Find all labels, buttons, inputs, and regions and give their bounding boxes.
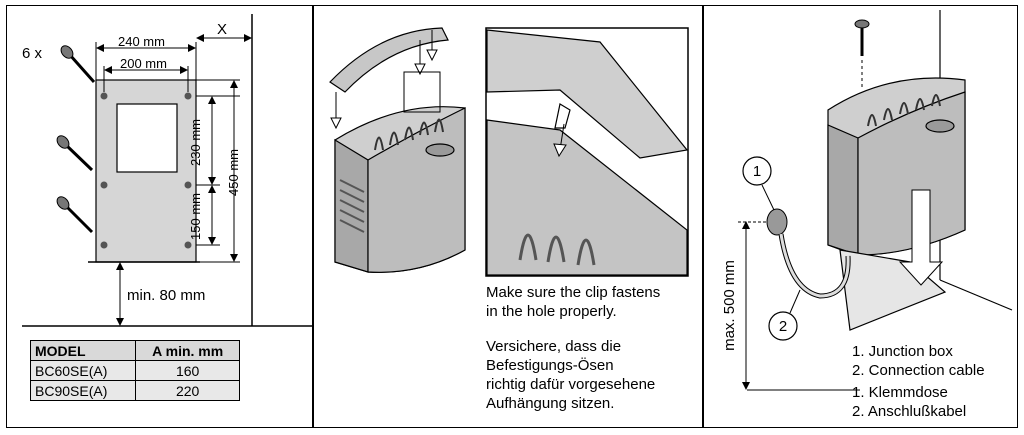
- table-cell-value: 220: [135, 380, 240, 401]
- table-row: BC90SE(A) 220: [29, 380, 240, 401]
- figure-frame: [6, 5, 1018, 428]
- legend-de: 1. Klemmdose 2. Anschlußkabel: [852, 383, 966, 421]
- legend-item: 1. Junction box: [852, 343, 953, 360]
- legend-item: 2. Connection cable: [852, 362, 985, 379]
- clip-instruction-de: Versichere, dass die Befestigungs-Ösen r…: [486, 337, 655, 413]
- table-header-amin: A min. mm: [135, 340, 240, 361]
- max-height-label: max. 500 mm: [720, 260, 738, 351]
- legend-item: 1. Klemmdose: [852, 384, 948, 401]
- callout-2-label: 2: [778, 318, 788, 335]
- table-cell-model: BC90SE(A): [29, 380, 137, 401]
- outer-width-label: 240 mm: [118, 34, 165, 49]
- table-cell-value: 160: [135, 360, 240, 381]
- heater-illustration: [827, 77, 966, 331]
- table-header-row: MODEL A min. mm: [29, 340, 240, 361]
- junction-box: [766, 208, 788, 236]
- table-row: BC60SE(A) 160: [29, 360, 240, 381]
- legend-item: 2. Anschlußkabel: [852, 403, 967, 420]
- screw-icon: [854, 19, 870, 90]
- clip-icon: [329, 27, 449, 93]
- caption-de-line: richtig dafür vorgesehene: [486, 376, 656, 393]
- table-cell-model: BC60SE(A): [29, 360, 137, 381]
- floor-distance-label: min. 80 mm: [127, 287, 206, 304]
- arrow-down-icon: [898, 189, 944, 286]
- model-spec-table: MODEL A min. mm BC60SE(A) 160 BC90SE(A) …: [29, 340, 240, 401]
- inner-width-label: 200 mm: [120, 56, 167, 71]
- caption-de-line: Befestigungs-Ösen: [486, 357, 614, 374]
- callout-2-circle: [768, 311, 798, 341]
- screw-icon: [56, 45, 96, 234]
- heater-illustration: [334, 106, 466, 273]
- mounting-bracket: [95, 79, 197, 263]
- screw-count-label: 6 x: [22, 45, 43, 62]
- caption-de-line: Aufhängung sitzen.: [486, 395, 615, 412]
- detail-closeup: [486, 29, 689, 276]
- caption-de-line: Versichere, dass die: [486, 338, 622, 355]
- callout-1-label: 1: [752, 163, 762, 180]
- wall-gap-label: X: [217, 21, 228, 38]
- panel-divider-1: [312, 5, 314, 428]
- callout-1-circle: [742, 156, 772, 186]
- panel-divider-2: [702, 5, 704, 428]
- caption-en-line: Make sure the clip fastens: [486, 284, 661, 301]
- legend-en: 1. Junction box 2. Connection cable: [852, 342, 985, 380]
- caption-en-line: in the hole properly.: [486, 303, 617, 320]
- clip-instruction-en: Make sure the clip fastens in the hole p…: [486, 283, 660, 321]
